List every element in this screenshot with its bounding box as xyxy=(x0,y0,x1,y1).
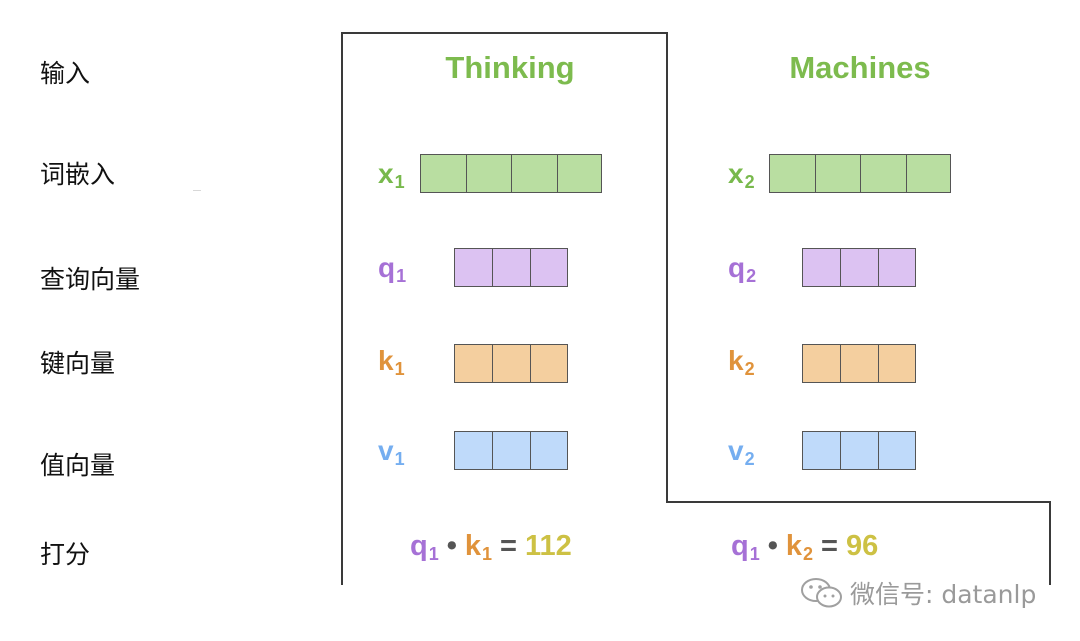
vector-v2 xyxy=(802,431,916,470)
label-x1: x1 xyxy=(378,158,405,192)
wechat-icon xyxy=(801,578,842,608)
vector-x2 xyxy=(769,154,951,193)
row-label-score: 打分 xyxy=(40,540,91,569)
watermark: 微信号: datanlp xyxy=(800,575,1036,611)
row-label-embedding: 词嵌入 xyxy=(40,160,116,189)
vector-x1 xyxy=(420,154,602,193)
row-label-value: 值向量 xyxy=(40,451,116,480)
word-machines: Machines xyxy=(789,50,931,85)
label-v1: v1 xyxy=(378,435,405,469)
score-value-2: 96 xyxy=(845,530,879,562)
word-thinking: Thinking xyxy=(445,50,575,85)
watermark-text: 微信号: datanlp xyxy=(850,580,1037,609)
row-label-input: 输入 xyxy=(40,59,91,88)
row-label-query: 查询向量 xyxy=(40,265,141,294)
label-k1: k1 xyxy=(378,345,405,379)
vector-q1 xyxy=(454,248,568,287)
label-q2: q2 xyxy=(728,252,757,286)
vector-k1 xyxy=(454,344,568,383)
label-x2: x2 xyxy=(728,158,755,192)
score-value-1: 112 xyxy=(524,530,572,562)
label-v2: v2 xyxy=(728,435,755,469)
score-machines: q1•k2=96 xyxy=(731,530,879,564)
label-q1: q1 xyxy=(378,252,407,286)
label-k2: k2 xyxy=(728,345,755,379)
stray-mark xyxy=(193,190,201,191)
score-thinking: q1•k1=112 xyxy=(410,530,572,564)
vector-k2 xyxy=(802,344,916,383)
vector-q2 xyxy=(802,248,916,287)
vector-v1 xyxy=(454,431,568,470)
row-label-key: 键向量 xyxy=(40,349,116,378)
